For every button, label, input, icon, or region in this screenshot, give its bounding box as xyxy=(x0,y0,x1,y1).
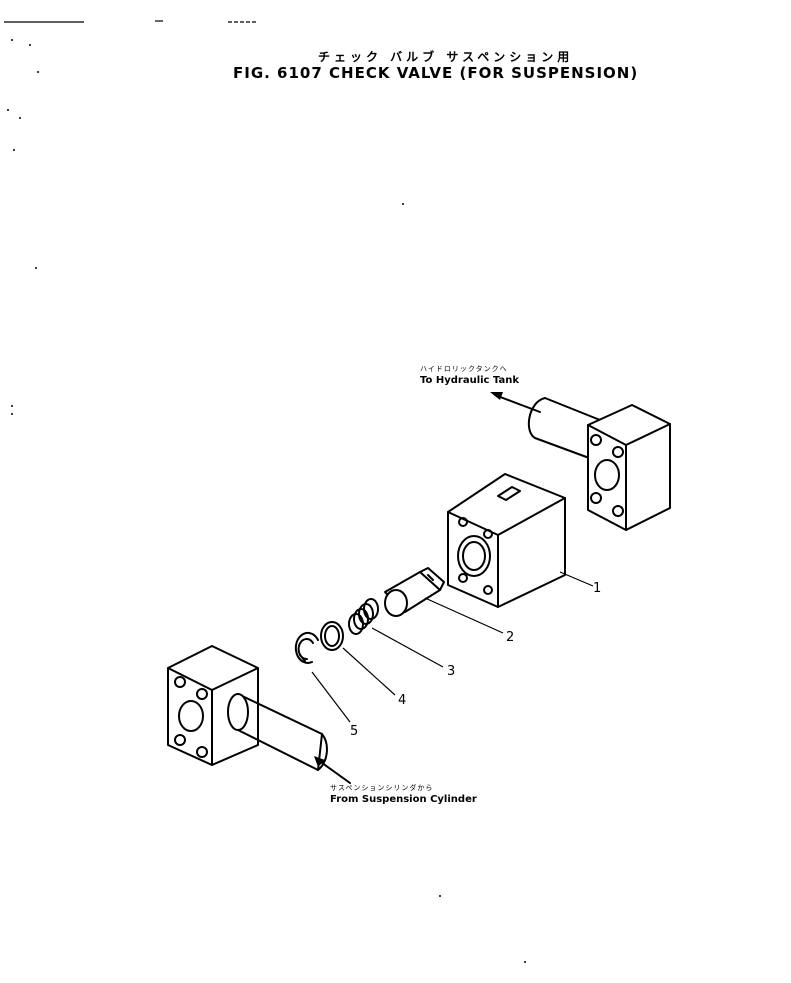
scan-specks xyxy=(7,39,526,963)
callout-3: 3 xyxy=(447,664,456,679)
seat-ring xyxy=(320,621,396,696)
from-cylinder-note: サスペンションシリンダから From Suspension Cylinder xyxy=(330,783,477,805)
callout-1: 1 xyxy=(593,581,602,596)
spring xyxy=(348,598,444,668)
callout-2: 2 xyxy=(506,630,515,645)
header-rules xyxy=(4,20,258,23)
callout-4: 4 xyxy=(398,693,407,708)
from-cylinder-en: From Suspension Cylinder xyxy=(330,794,477,805)
cylinder-pipe xyxy=(227,693,351,784)
from-cylinder-jp: サスペンションシリンダから xyxy=(330,784,434,792)
title-english: FIG. 6107 CHECK VALVE (FOR SUSPENSION) xyxy=(233,64,639,82)
tank-pipe xyxy=(490,392,601,463)
to-tank-note: ハイドロリックタンクへ To Hydraulic Tank xyxy=(420,364,519,386)
to-tank-en: To Hydraulic Tank xyxy=(420,375,520,386)
snap-ring xyxy=(294,631,351,723)
callout-5: 5 xyxy=(350,724,359,739)
cylinder-flange xyxy=(167,645,259,766)
tank-flange xyxy=(587,404,671,531)
to-tank-jp: ハイドロリックタンクへ xyxy=(420,365,508,373)
title-japanese: チェック バルブ サスペンション用 xyxy=(318,50,574,64)
valve-body xyxy=(447,473,594,608)
poppet xyxy=(384,567,504,634)
